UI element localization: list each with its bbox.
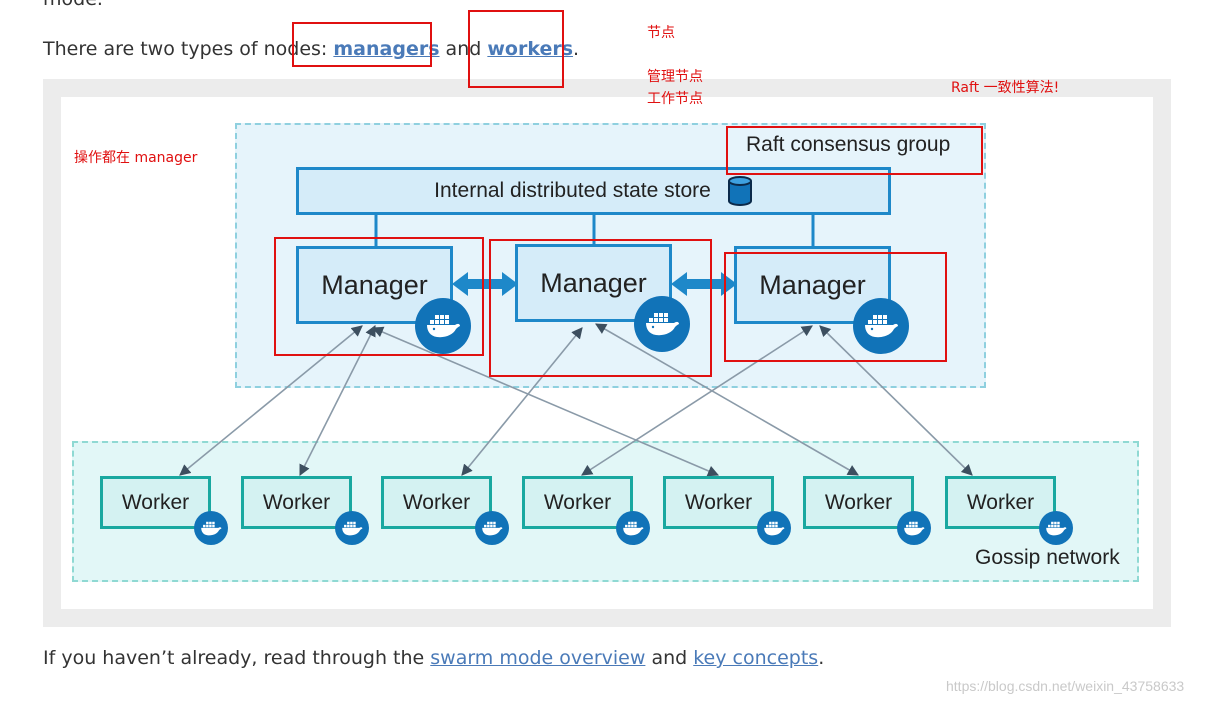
docker-whale-icon [1039,511,1073,545]
docker-whale-icon [897,511,931,545]
annotation-manager-node: 管理节点 [647,69,703,85]
docker-whale-icon [194,511,228,545]
intro-prefix: There are two types of nodes: [43,38,334,60]
footer-and: and [645,647,694,669]
footer-suffix: . [818,647,825,669]
docker-whale-icon [757,511,791,545]
annotation-box-raft [726,126,983,175]
manager-node-1: Manager [296,246,453,324]
worker-label: Worker [684,490,753,514]
worker-node-6: Worker [803,476,914,529]
prev-paragraph-fragment: mode. [43,0,103,10]
intro-suffix: . [573,38,580,60]
worker-label: Worker [121,490,190,514]
swarm-mode-overview-link[interactable]: swarm mode overview [430,647,646,669]
annotation-box-manager-3 [724,252,947,362]
annotation-raft: Raft 一致性算法! [951,80,1060,96]
footer-paragraph: If you haven’t already, read through the… [43,647,824,669]
annotation-box-manager-1 [274,237,484,356]
worker-node-3: Worker [381,476,492,529]
worker-label: Worker [262,490,331,514]
key-concepts-link[interactable]: key concepts [693,647,819,669]
worker-label: Worker [543,490,612,514]
docker-whale-icon [853,298,909,354]
database-icon [727,176,752,206]
state-store-box: Internal distributed state store [296,167,891,215]
annotation-ops-on-manager: 操作都在 manager [74,150,198,166]
worker-node-7: Worker [945,476,1056,529]
worker-label: Worker [824,490,893,514]
annotation-box-manager-2 [489,239,712,377]
worker-node-1: Worker [100,476,211,529]
manager-label: Manager [540,267,647,298]
manager-node-3: Manager [734,246,891,324]
annotation-node: 节点 [647,25,675,41]
worker-label: Worker [402,490,471,514]
annotation-worker-node: 工作节点 [647,91,703,107]
worker-node-4: Worker [522,476,633,529]
annotation-box-managers [292,22,432,67]
workers-link[interactable]: workers [487,38,574,60]
docker-whale-icon [634,296,690,352]
worker-label: Worker [966,490,1035,514]
gossip-network-label: Gossip network [975,546,1120,569]
docker-whale-icon [616,511,650,545]
worker-node-5: Worker [663,476,774,529]
state-store-label: Internal distributed state store [434,179,711,202]
docker-whale-icon [335,511,369,545]
raft-consensus-group-label: Raft consensus group [746,133,951,156]
docker-whale-icon [475,511,509,545]
worker-node-2: Worker [241,476,352,529]
manager-label: Manager [759,269,866,300]
annotation-box-workers [468,10,564,88]
manager-label: Manager [321,269,428,300]
intro-and: and [439,38,488,60]
manager-worker-links [179,323,973,477]
managers-link[interactable]: managers [333,38,440,60]
intro-paragraph: There are two types of nodes: managers a… [43,38,579,60]
watermark-url: https://blog.csdn.net/weixin_43758633 [946,678,1185,694]
docker-whale-icon [415,298,471,354]
footer-prefix: If you haven’t already, read through the [43,647,431,669]
